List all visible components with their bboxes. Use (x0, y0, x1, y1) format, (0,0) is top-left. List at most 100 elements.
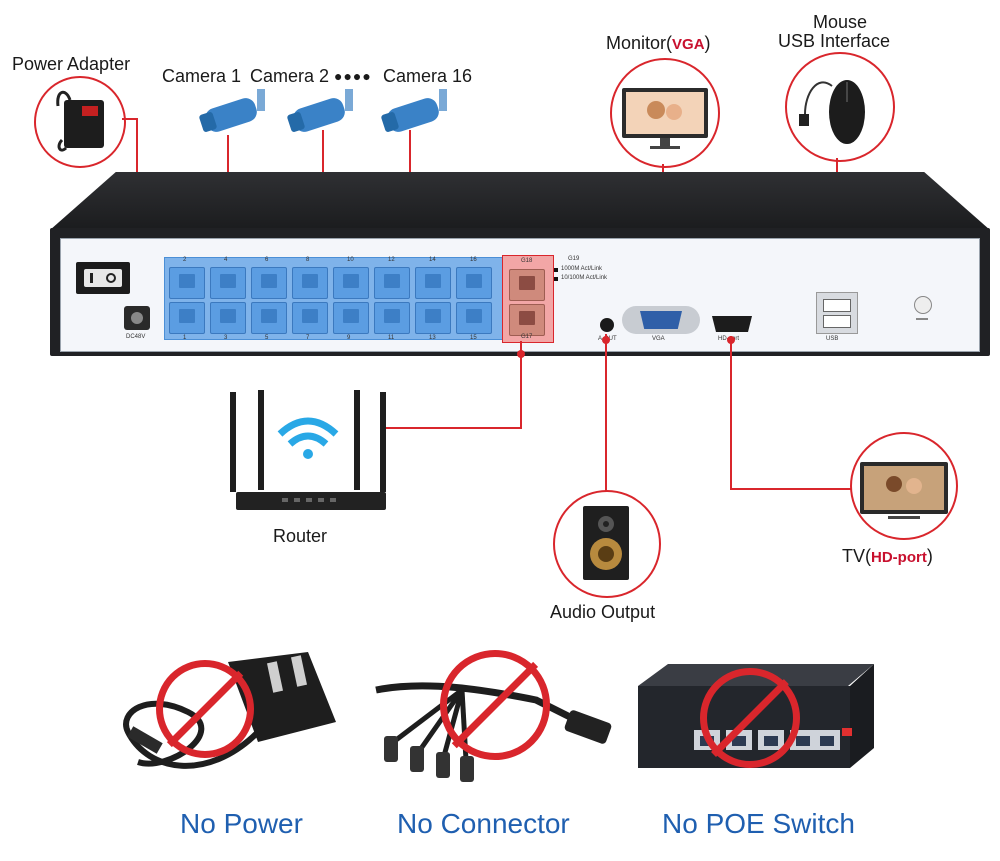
vga-label: VGA (652, 336, 665, 342)
tv-label-tag: HD-port (871, 549, 927, 566)
tv-dot (727, 336, 735, 344)
prohibited-icon (440, 650, 550, 760)
port-number-label: 7 (306, 335, 310, 341)
tv-label: TV(HD-port) (842, 546, 933, 568)
ground-symbol-icon (916, 318, 928, 320)
g18-label: G18 (521, 258, 533, 264)
poe-port[interactable] (251, 302, 287, 334)
monitor-circle (610, 58, 720, 168)
port-number-label: 14 (429, 257, 436, 263)
tv-line (730, 488, 852, 490)
camera-16-label: Camera 16 (383, 66, 473, 86)
port-number-label: 2 (183, 257, 187, 263)
monitor-icon (622, 88, 708, 149)
tv-circle (850, 432, 958, 540)
poe-port[interactable] (333, 267, 369, 299)
no-poe-switch-label: No POE Switch (662, 808, 855, 839)
monitor-label-text: Monitor( (606, 33, 673, 53)
vga-port[interactable] (622, 306, 700, 334)
speaker-icon (583, 506, 629, 580)
port-number-label: 12 (388, 257, 395, 263)
router-dot (517, 350, 525, 358)
poe-port[interactable] (292, 302, 328, 334)
tv-icon (860, 462, 948, 519)
monitor-label-tag: VGA (672, 36, 705, 53)
port-number-label: 11 (388, 335, 395, 341)
led-1000m-icon (554, 268, 558, 272)
cameras-group (199, 89, 447, 132)
port-number-label: 15 (470, 335, 477, 341)
usb-port[interactable] (823, 315, 851, 328)
no-power-label: No Power (180, 808, 303, 839)
g17-label: G17 (521, 334, 533, 340)
mouse-circle (785, 52, 895, 162)
no-connector-label: No Connector (397, 808, 570, 839)
prohibited-icon (156, 660, 254, 758)
router-line (386, 427, 522, 429)
hd-port[interactable] (712, 316, 752, 332)
usb-ports (816, 292, 858, 334)
uplink-port-g17[interactable] (509, 304, 545, 336)
mouse-icon (799, 80, 865, 144)
ground-screw-icon (914, 296, 932, 314)
audio-out-jack[interactable] (600, 318, 614, 332)
power-adapter-circle (34, 76, 126, 168)
poe-port[interactable] (210, 302, 246, 334)
monitor-label: Monitor(VGA) (606, 33, 711, 55)
audio-line (605, 334, 607, 494)
poe-port[interactable] (169, 267, 205, 299)
port-number-label: 10 (347, 257, 354, 263)
uplink-port-group: G18 G17 (502, 255, 554, 343)
prohibited-icon (700, 668, 800, 768)
port-number-label: 1 (183, 335, 187, 341)
dc-label: DC48V (126, 334, 146, 340)
usb-label: USB (826, 336, 839, 342)
uplink-port-g18[interactable] (509, 269, 545, 301)
tv-label-close: ) (926, 546, 933, 566)
camera-icon (287, 89, 353, 132)
usb-interface-label: USB Interface (778, 31, 891, 51)
monitor-label-close: ) (704, 33, 711, 53)
router-line (520, 341, 522, 429)
wifi-icon (277, 417, 339, 459)
power-adapter-label: Power Adapter (12, 54, 131, 74)
camera-2-label: Camera 2 (250, 66, 330, 86)
camera-1-label: Camera 1 (162, 66, 242, 86)
poe-port[interactable] (456, 302, 492, 334)
port-number-label: 5 (265, 335, 269, 341)
audio-output-label: Audio Output (550, 602, 656, 622)
audio-dot (602, 336, 610, 344)
usb-port[interactable] (823, 299, 851, 312)
router-label: Router (273, 526, 328, 546)
g19-label: G19 (568, 256, 580, 262)
poe-port[interactable] (374, 302, 410, 334)
poe-port[interactable] (292, 267, 328, 299)
poe-port[interactable] (251, 267, 287, 299)
dc-power-jack[interactable] (124, 306, 150, 330)
camera-icon (199, 89, 265, 132)
camera-ellipsis: ●●●● (334, 68, 372, 84)
poe-port[interactable] (415, 267, 451, 299)
tv-line (730, 336, 732, 490)
power-adapter-icon (123, 652, 336, 769)
port-number-label: 4 (224, 257, 228, 263)
port-number-label: 3 (224, 335, 228, 341)
port-number-label: 16 (470, 257, 477, 263)
port-number-label: 6 (265, 257, 269, 263)
power-adapter-icon (56, 90, 104, 152)
speed-1000-label: 1000M Act/Link (561, 266, 603, 272)
poe-port[interactable] (210, 267, 246, 299)
mouse-label: Mouse (813, 12, 868, 32)
port-number-label: 13 (429, 335, 436, 341)
port-number-label: 8 (306, 257, 310, 263)
poe-port[interactable] (374, 267, 410, 299)
nvr-top-cover (50, 172, 990, 230)
power-connector-line (122, 118, 138, 120)
poe-port[interactable] (169, 302, 205, 334)
poe-port[interactable] (415, 302, 451, 334)
poe-port[interactable] (333, 302, 369, 334)
poe-port[interactable] (456, 267, 492, 299)
audio-output-circle (553, 490, 661, 598)
port-number-label: 9 (347, 335, 351, 341)
power-switch[interactable] (76, 262, 130, 294)
